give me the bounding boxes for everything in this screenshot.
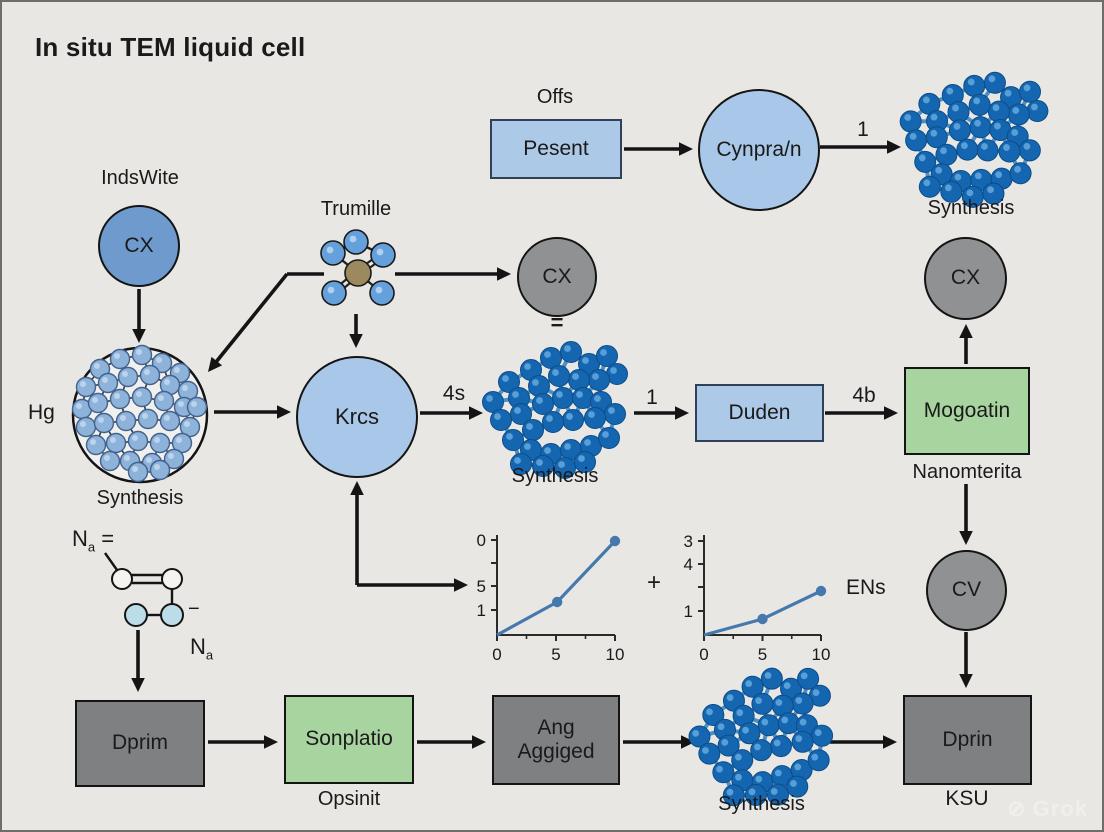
opsinit-label: Opsinit [317, 788, 381, 810]
flow-arrows [131, 140, 973, 749]
grok-logo-icon: ⊘ [1007, 796, 1027, 821]
equals-label: = [550, 310, 564, 335]
grok-watermark: ⊘ Grok [1007, 796, 1088, 822]
ang-aggiged-node: Ang Aggiged [492, 695, 620, 785]
trumille-molecule [320, 229, 396, 306]
arrow-label-4b: 4b [852, 384, 876, 407]
plus-label: + [646, 569, 661, 596]
arrow-label-4s: 4s [442, 382, 466, 405]
svg-text:0: 0 [492, 645, 501, 664]
duden-node: Duden [695, 384, 824, 442]
synthesis-label-topright: Synthesis [927, 197, 1015, 219]
na-structure [104, 552, 184, 627]
cx-mid-node: CX [517, 237, 597, 317]
dprin-node: Dprin [903, 695, 1032, 785]
hg-label: Hg [28, 401, 55, 424]
cx-right-node: CX [924, 237, 1007, 320]
ksu-label: KSU [945, 787, 989, 810]
na-equals-label: Na = [72, 526, 115, 555]
krcs-node: Krcs [296, 356, 418, 478]
synthesis-cluster-bottom [688, 667, 834, 807]
svg-text:3: 3 [684, 532, 693, 551]
indswite-label: IndsWite [101, 167, 179, 189]
synthesis-label-bottom: Synthesis [718, 793, 805, 815]
svg-text:5: 5 [551, 645, 560, 664]
offs-label: Offs [536, 86, 574, 108]
cv-node: CV [926, 550, 1007, 631]
dprim-node: Dprim [75, 700, 205, 787]
sonplatio-node: Sonplatio [284, 695, 414, 784]
trumille-label: Trumille [320, 198, 392, 220]
synthesis-cluster-topright [899, 71, 1049, 208]
svg-text:1: 1 [684, 602, 693, 621]
svg-text:4: 4 [684, 555, 693, 574]
svg-text:0: 0 [477, 531, 486, 550]
synthesis-label-cell: Synthesis [96, 487, 184, 509]
pesent-node: Pesent [490, 119, 622, 179]
synthesis-label-mid: Synthesis [511, 465, 599, 487]
ens-label: ENs [846, 576, 886, 599]
svg-text:5: 5 [477, 577, 486, 596]
na-label-2: Na [190, 634, 214, 663]
mogoatin-node: Mogoatin [904, 367, 1030, 455]
arrow-label-1-mid: 1 [646, 386, 658, 409]
svg-text:1: 1 [477, 601, 486, 620]
synthesis-cluster-mid [482, 341, 628, 479]
grok-watermark-text: Grok [1032, 796, 1088, 821]
svg-text:10: 10 [812, 645, 831, 664]
svg-text:5: 5 [758, 645, 767, 664]
nanomterita-label: Nanomterita [912, 461, 1022, 483]
cx-left-node: CX [98, 205, 180, 287]
svg-text:0: 0 [699, 645, 708, 664]
svg-text:10: 10 [606, 645, 625, 664]
liquid-cell [71, 344, 209, 484]
arrow-label-1-top: 1 [857, 118, 869, 141]
page-title: In situ TEM liquid cell [35, 32, 306, 62]
cynprain-node: Cynpra/n [698, 89, 820, 211]
minus-label: − [188, 598, 200, 620]
